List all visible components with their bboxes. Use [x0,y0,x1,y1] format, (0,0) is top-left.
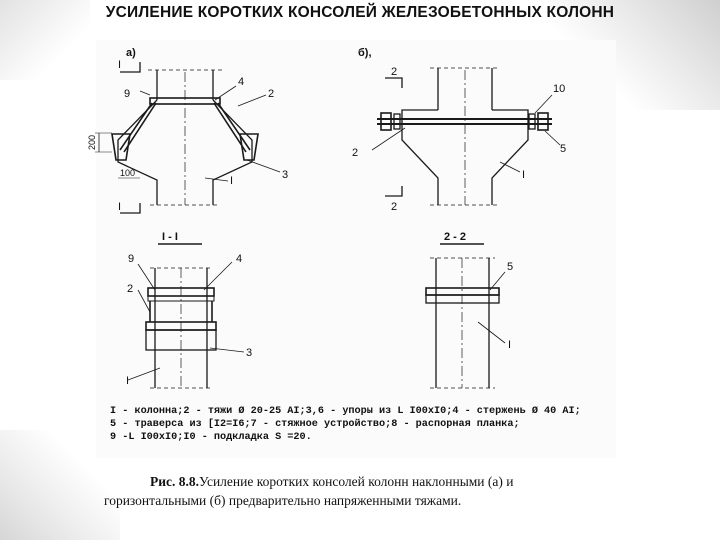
drawing-sheet [96,40,616,458]
label-3-section: 3 [246,347,252,359]
label-view-b: б), [358,47,372,59]
label-section-mark-I-top: I [118,59,121,71]
legend-line-2: 5 - траверса из [I2=I6;7 - стяжное устро… [110,419,520,430]
label-section-I-I: I - I [162,231,178,243]
label-dim-100: 100 [120,168,135,178]
label-4-section: 4 [236,253,242,265]
slide-title: УСИЛЕНИЕ КОРОТКИХ КОНСОЛЕЙ ЖЕЛЕЗОБЕТОННЫ… [105,4,615,21]
label-10-b: 10 [553,83,565,95]
label-9-a: 9 [124,88,130,100]
label-I-b: I [522,169,525,181]
section-2-2 [425,243,506,389]
drawing-legend: I - колонна;2 - тяжи Ø 20-25 AI;3,6 - уп… [110,405,610,444]
label-9-section: 9 [128,253,134,265]
label-I-section-b: I [508,339,511,351]
label-5-b: 5 [560,143,566,155]
label-5-section: 5 [507,261,513,273]
label-I-a: I [230,175,233,187]
label-2-a: 2 [268,88,274,100]
label-view-a: а) [126,47,136,59]
view-b-elevation [371,67,561,206]
label-2-section: 2 [127,283,133,295]
caption-line-2: горизонтальными (б) предварительно напря… [104,493,462,508]
legend-line-1: I - колонна;2 - тяжи Ø 20-25 AI;3,6 - уп… [110,406,581,417]
decorative-corner-top-left [0,0,90,80]
label-4-a: 4 [238,76,244,88]
figure-number: Рис. 8.8. [150,474,200,489]
label-2-b-top: 2 [391,66,397,78]
section-I-I [127,243,245,389]
figure-caption: Рис. 8.8.Усиление коротких консолей коло… [104,472,624,510]
view-a-elevation [95,62,281,214]
label-I-section: I [126,375,129,387]
caption-line-1: Усиление коротких консолей колонн наклон… [199,474,514,489]
label-section-2-2: 2 - 2 [444,231,466,243]
label-dim-200: 200 [87,135,97,150]
legend-line-3: 9 -L I00xI0;I0 - подкладка S =20. [110,432,312,443]
label-2-b-rod: 2 [352,147,358,159]
label-section-mark-I-bottom: I [118,201,121,213]
label-2-b-bottom: 2 [391,201,397,213]
label-3-a: 3 [282,169,288,181]
